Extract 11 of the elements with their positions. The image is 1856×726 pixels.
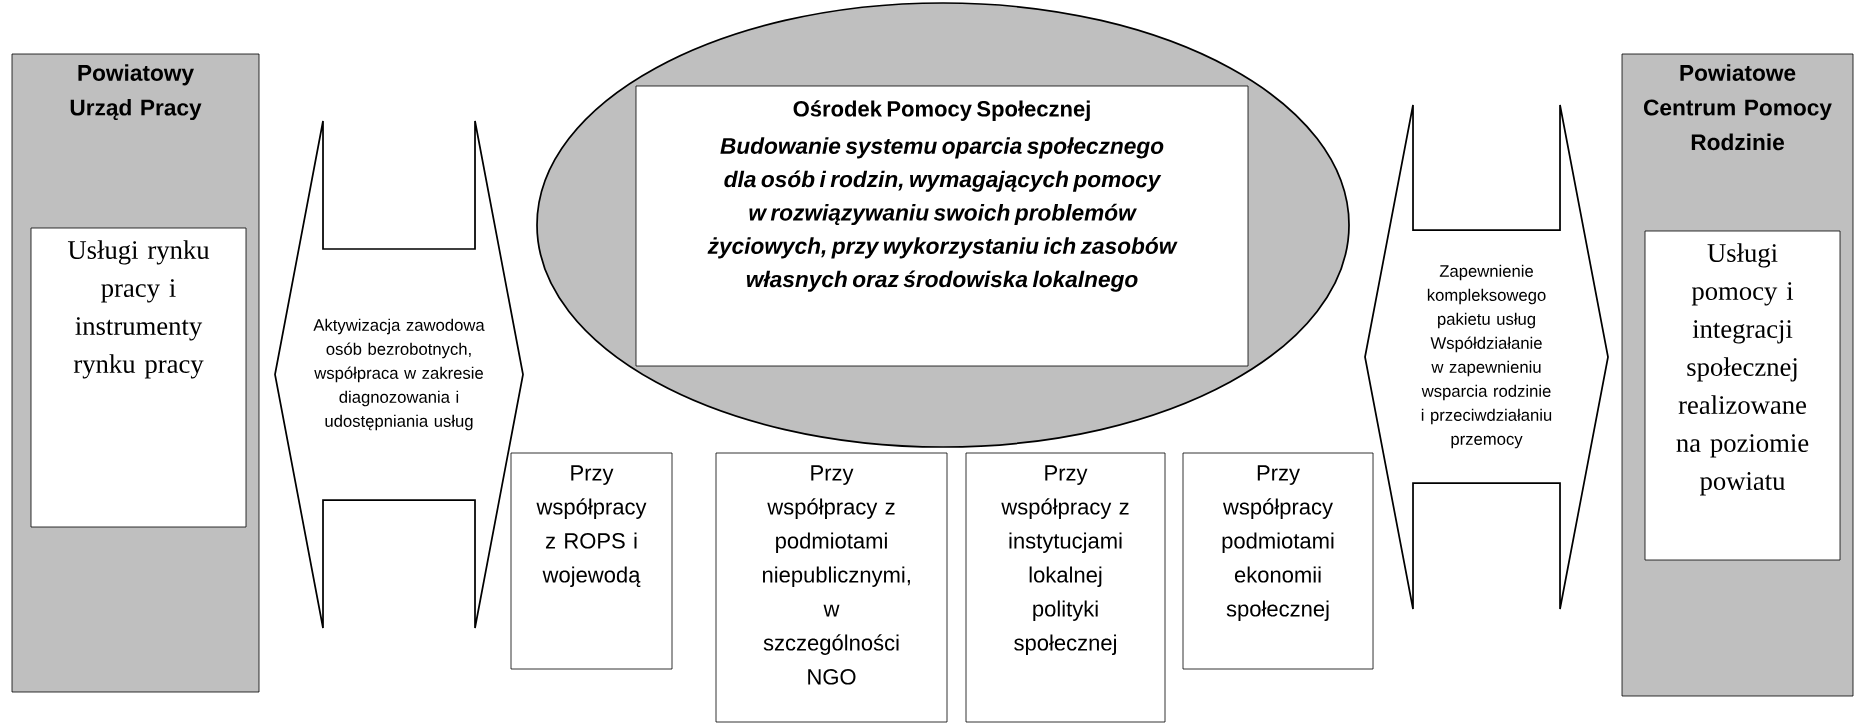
double-arrow [1364,104,1609,610]
center-box: Ośrodek Pomocy Społecznej Budowanie systemu oparcia społecznego dla osób i rodzin, wymagających pomocy w rozwiązywaniu swoich problemów życiowych, przy wykorzystaniu ich zasobów własnych oraz środowiska lokalnego [635,85,1249,367]
edge-label: Zapewnienie kompleksowego pakietu usług Współdziałanie w zapewnieniu wsparcia rodzinie i przeciwdziałaniu przemocy [1421,264,1552,449]
service-box: Usługi rynku pracy i instrumenty rynku pracy [30,227,247,528]
edge-label: Aktywizacja zawodowa osób bezrobotnych, współpraca w zakresie diagnozowania i udostępniania usług [313,318,485,431]
double-arrow [274,120,524,629]
service-box: Usługi pomocy i integracji społecznej realizowane na poziomie powiatu [1644,230,1841,561]
cooperation-box: Przy współpracy z podmiotami niepublicznymi, w szczególności NGO [715,452,948,723]
cooperation-box: Przy współpracy z ROPS i wojewodą [510,452,673,670]
cooperation-box: Przy współpracy podmiotami ekonomii społecznej [1182,452,1374,670]
cooperation-box: Przy współpracy z instytucjami lokalnej polityki społecznej [965,452,1166,723]
